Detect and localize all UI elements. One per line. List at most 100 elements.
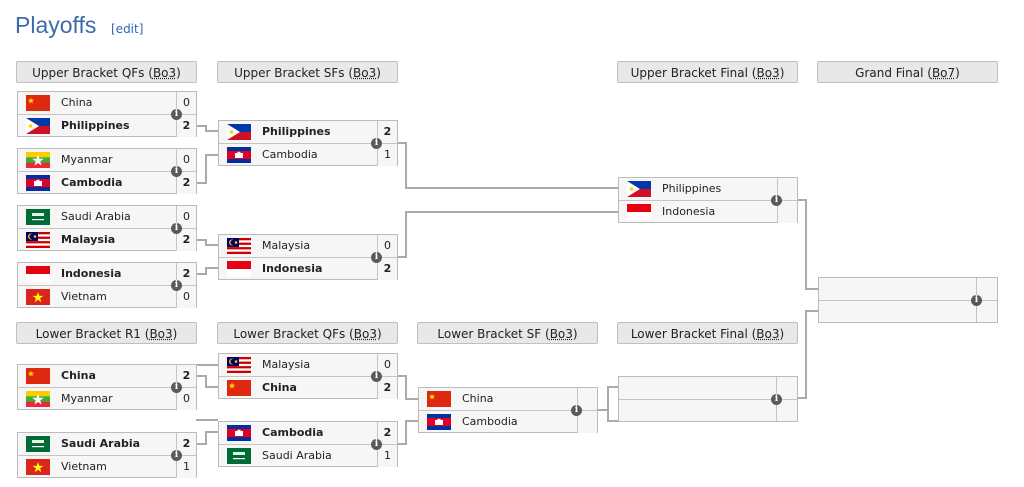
team-row[interactable]: Myanmar 0 xyxy=(18,388,196,410)
divider xyxy=(819,300,997,301)
team-name: Myanmar xyxy=(61,153,113,166)
match-info-icon[interactable]: i xyxy=(371,371,382,382)
team-row[interactable]: China xyxy=(419,388,597,411)
match-ubqf-3: Saudi Arabia 0 Malaysia 2 i xyxy=(17,205,197,251)
team-name: Malaysia xyxy=(262,239,311,252)
team-row[interactable]: Saudi Arabia 0 xyxy=(18,206,196,229)
team-name: Indonesia xyxy=(61,267,122,280)
team-score: 2 xyxy=(176,365,196,387)
china-flag-icon xyxy=(26,368,50,384)
match-lbr1-1: China 2 Myanmar 0 i xyxy=(17,364,197,410)
team-score: 0 xyxy=(176,92,196,114)
page-title: Playoffs xyxy=(15,12,97,38)
cambodia-flag-icon xyxy=(427,414,451,430)
philippines-flag-icon xyxy=(26,118,50,134)
team-row[interactable]: Cambodia 2 xyxy=(219,422,397,445)
team-row[interactable]: Indonesia xyxy=(619,201,797,223)
team-row[interactable]: Cambodia 2 xyxy=(18,172,196,194)
team-name: Vietnam xyxy=(61,460,107,473)
team-row[interactable]: China 2 xyxy=(18,365,196,388)
myanmar-flag-icon xyxy=(26,391,50,407)
team-score: 2 xyxy=(377,377,397,399)
team-score: 0 xyxy=(176,388,196,410)
team-row[interactable]: Malaysia 0 xyxy=(219,354,397,377)
match-lower-final[interactable]: i xyxy=(618,376,798,422)
china-flag-icon xyxy=(227,380,251,396)
match-info-icon[interactable]: i xyxy=(171,166,182,177)
divider xyxy=(619,399,797,400)
malaysia-flag-icon xyxy=(26,232,50,248)
team-row[interactable]: Malaysia 2 xyxy=(18,229,196,251)
team-name: Philippines xyxy=(61,119,130,132)
team-name: Philippines xyxy=(262,125,331,138)
team-name: China xyxy=(61,369,96,382)
team-row[interactable]: Cambodia xyxy=(419,411,597,433)
team-score: 2 xyxy=(377,422,397,444)
header-upper-bracket-sfs: Upper Bracket SFs (Bo3) xyxy=(217,61,398,83)
match-info-icon[interactable]: i xyxy=(171,223,182,234)
team-row[interactable]: Philippines 2 xyxy=(219,121,397,144)
team-name: Malaysia xyxy=(61,233,116,246)
match-info-icon[interactable]: i xyxy=(371,252,382,263)
match-ubsf-1: Philippines 2 Cambodia 1 i xyxy=(218,120,398,166)
match-lbqf-2: Cambodia 2 Saudi Arabia 1 i xyxy=(218,421,398,467)
team-score xyxy=(577,388,597,410)
team-row[interactable]: Vietnam 1 xyxy=(18,456,196,478)
match-info-icon[interactable]: i xyxy=(571,405,582,416)
team-score: 2 xyxy=(176,263,196,285)
team-name: Saudi Arabia xyxy=(262,449,332,462)
edit-link[interactable]: [edit] xyxy=(111,22,144,36)
header-lower-bracket-r1: Lower Bracket R1 (Bo3) xyxy=(16,322,197,344)
team-name: China xyxy=(262,381,297,394)
china-flag-icon xyxy=(427,391,451,407)
match-info-icon[interactable]: i xyxy=(371,439,382,450)
match-lbr1-2: Saudi Arabia 2 Vietnam 1 i xyxy=(17,432,197,478)
team-row[interactable]: Vietnam 0 xyxy=(18,286,196,308)
team-row[interactable]: Malaysia 0 xyxy=(219,235,397,258)
vietnam-flag-icon xyxy=(26,459,50,475)
match-info-icon[interactable]: i xyxy=(171,382,182,393)
team-score: 1 xyxy=(377,445,397,467)
team-row[interactable]: Philippines 2 xyxy=(18,115,196,137)
team-row[interactable]: Cambodia 1 xyxy=(219,144,397,166)
match-info-icon[interactable]: i xyxy=(171,109,182,120)
malaysia-flag-icon xyxy=(227,238,251,254)
header-lower-bracket-final: Lower Bracket Final (Bo3) xyxy=(617,322,798,344)
match-ubqf-1: China 0 Philippines 2 i xyxy=(17,91,197,137)
team-score: 2 xyxy=(176,433,196,455)
header-upper-bracket-final: Upper Bracket Final (Bo3) xyxy=(617,61,798,83)
team-row[interactable]: Indonesia 2 xyxy=(18,263,196,286)
team-name: Cambodia xyxy=(61,176,123,189)
team-row[interactable]: Saudi Arabia 2 xyxy=(18,433,196,456)
team-name: Vietnam xyxy=(61,290,107,303)
match-info-icon[interactable]: i xyxy=(171,280,182,291)
team-row[interactable]: Philippines xyxy=(619,178,797,201)
team-score: 2 xyxy=(377,121,397,143)
team-name: Philippines xyxy=(662,182,722,195)
cambodia-flag-icon xyxy=(26,175,50,191)
cambodia-flag-icon xyxy=(227,147,251,163)
match-info-icon[interactable]: i xyxy=(771,195,782,206)
indonesia-flag-icon xyxy=(26,266,50,282)
match-info-icon[interactable]: i xyxy=(171,450,182,461)
team-row[interactable]: Myanmar 0 xyxy=(18,149,196,172)
team-name: China xyxy=(462,392,494,405)
match-grand-final[interactable]: i xyxy=(818,277,998,323)
team-score: 0 xyxy=(377,354,397,376)
team-row[interactable]: Saudi Arabia 1 xyxy=(219,445,397,467)
team-name: China xyxy=(61,96,93,109)
match-info-icon[interactable]: i xyxy=(971,295,982,306)
match-ubqf-4: Indonesia 2 Vietnam 0 i xyxy=(17,262,197,308)
team-name: Cambodia xyxy=(462,415,518,428)
philippines-flag-icon xyxy=(627,181,651,197)
match-info-icon[interactable]: i xyxy=(771,394,782,405)
match-info-icon[interactable]: i xyxy=(371,138,382,149)
team-score xyxy=(777,201,797,223)
team-row[interactable]: China 2 xyxy=(219,377,397,399)
header-grand-final: Grand Final (Bo7) xyxy=(817,61,998,83)
malaysia-flag-icon xyxy=(227,357,251,373)
team-score: 0 xyxy=(176,149,196,171)
team-score xyxy=(777,178,797,200)
team-row[interactable]: China 0 xyxy=(18,92,196,115)
team-row[interactable]: Indonesia 2 xyxy=(219,258,397,280)
